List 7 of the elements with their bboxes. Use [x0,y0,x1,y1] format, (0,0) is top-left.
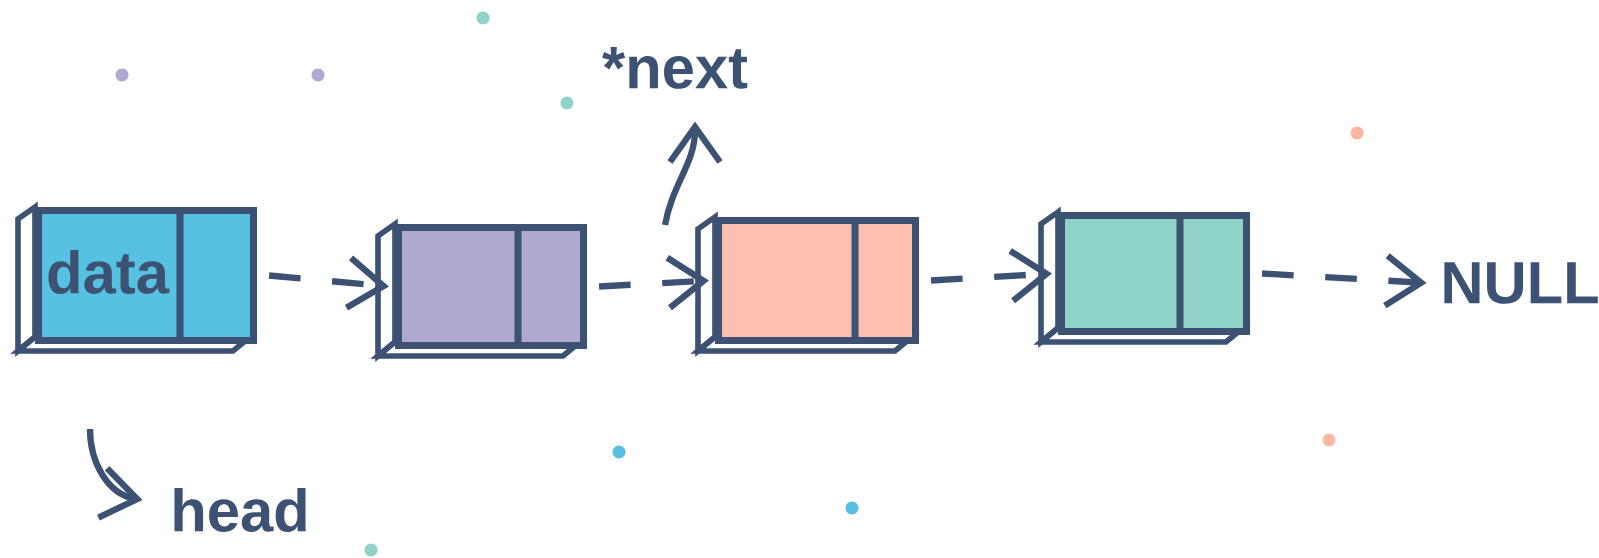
dashed-arrow [268,255,389,311]
node-label: head [174,488,306,532]
dashed-arrow [1261,253,1427,309]
dashed-arrow [930,248,1052,304]
node-label: NULL [1444,262,1598,304]
dashed-arrow [598,255,709,311]
node-label: *next [602,47,748,89]
